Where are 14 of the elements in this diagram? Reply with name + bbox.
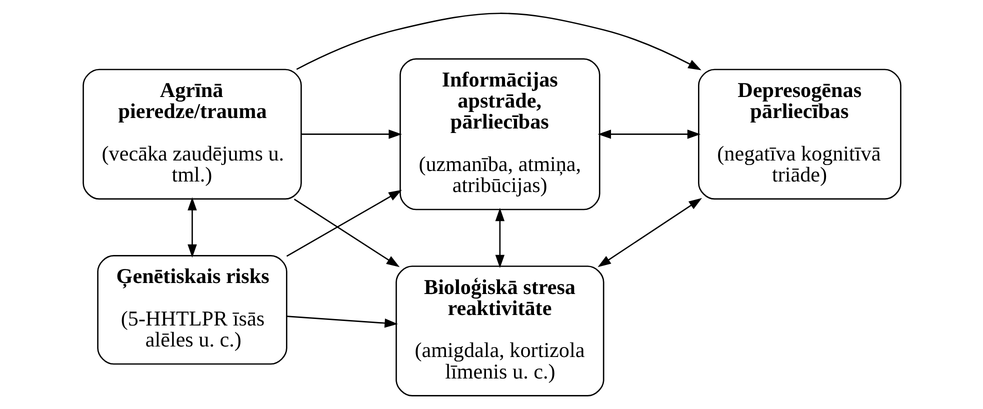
arrow (187, 197, 196, 258)
node-box: Ģenētiskais risks (5-HHTLPR īsās alēles u. c.) (96, 255, 287, 365)
arrow (286, 316, 398, 328)
arrow (597, 198, 702, 268)
arrow (301, 130, 402, 139)
node-box: Bioloģiskā stresa reaktivitāte (amigdala, kortizola līmenis u. c.) (395, 266, 604, 396)
node-box: Depresogēnas pārliecības (negatīva kognitīvā triāde) (698, 68, 901, 200)
arrow (296, 12, 701, 70)
arrow (293, 198, 400, 268)
node-box: Agrīnā pieredze/trauma (vecāka zaudējums u. tml.) (82, 68, 302, 200)
node-box: Informācijas apstrāde, pārliecības (uzmanība, atmiņa, atribūcijas) (399, 58, 600, 210)
arrow (597, 130, 700, 139)
arrow (494, 208, 504, 268)
arrow (286, 190, 402, 257)
